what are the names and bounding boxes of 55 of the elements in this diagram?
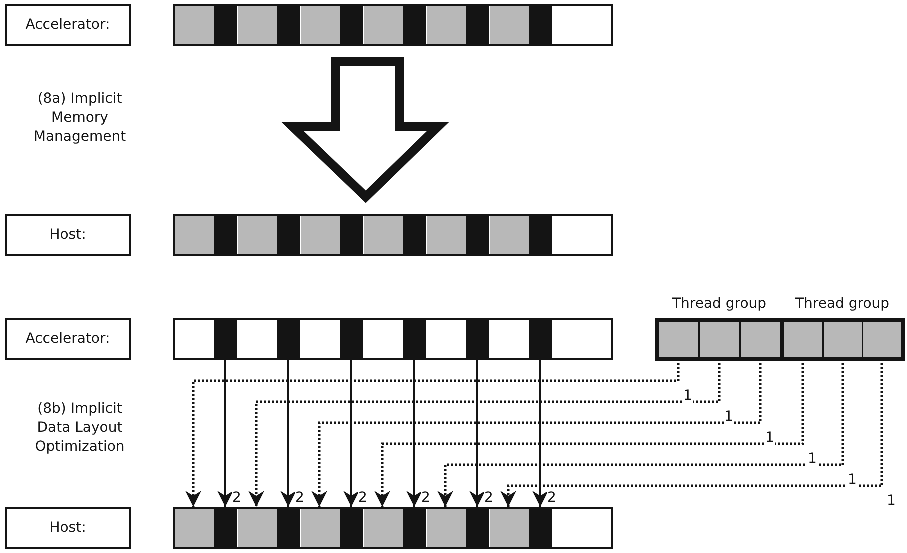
section-caption: (8a) Implicit Memory Management [32,90,128,147]
memory-cell [824,322,862,357]
arrow [470,358,486,507]
memory-bar [173,4,613,46]
memory-bar [173,507,613,549]
group-heading: Thread group [794,296,891,312]
memory-cell [784,322,822,357]
section-caption: (8b) Implicit Data Layout Optimization [34,400,126,457]
edge-label: 1 [724,410,734,424]
memory-label: Accelerator: [5,318,131,360]
memory-cell [490,509,529,547]
memory-cell [214,509,237,547]
edge-label: 1 [682,389,694,403]
edge-label: 2 [546,491,558,505]
memory-cell [364,509,403,547]
memory-cell [277,509,300,547]
memory-cell [659,322,698,357]
memory-cell [466,509,489,547]
edge-label: 2 [484,491,494,505]
memory-cell [277,320,300,358]
edge-label: 2 [232,491,242,505]
hollow-arrow [282,58,450,204]
memory-cell [214,320,237,358]
arrow [406,358,422,507]
memory-label: Host: [5,507,131,549]
memory-cell [466,320,489,358]
memory-label: Host: [5,214,131,256]
memory-cell [863,322,901,357]
arrow [532,358,548,507]
arrow [280,358,296,507]
memory-label: Accelerator: [5,4,131,46]
edge-label: 1 [764,431,776,445]
edge-label: 2 [358,491,368,505]
memory-cell [301,509,340,547]
edge-label: 2 [420,491,432,505]
memory-cell [403,509,426,547]
memory-cell [700,322,739,357]
memory-bar [173,318,613,360]
group-heading: Thread group [671,296,768,312]
memory-cell [340,509,363,547]
edge-label: 1 [886,494,897,508]
memory-cell [427,509,466,547]
memory-cell [175,509,214,547]
memory-bar [173,214,613,256]
arrow [344,358,360,507]
memory-cell [741,322,780,357]
memory-cell [529,509,552,547]
memory-cell [529,320,552,358]
edge-label: 1 [847,473,858,487]
edge-label: 2 [294,491,306,505]
memory-cell [403,320,426,358]
memory-cell [340,320,363,358]
arrow [218,358,234,507]
edge-label: 1 [807,452,818,466]
memory-cell [238,509,277,547]
